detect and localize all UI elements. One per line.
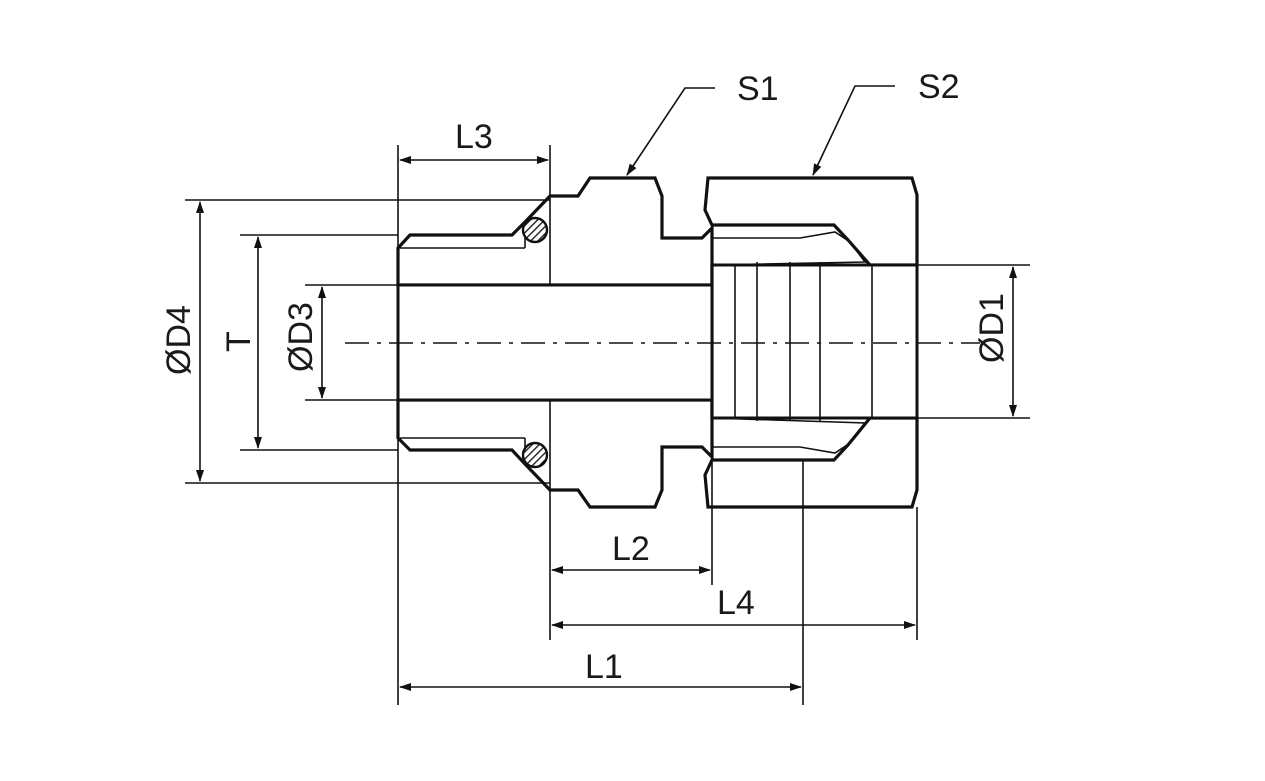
label-d1: ØD1 [973, 293, 1011, 363]
leader-s2 [812, 85, 895, 176]
o-ring-upper [521, 216, 549, 244]
nut-upper-half [703, 176, 919, 267]
body-lower-half [396, 398, 714, 509]
nut-lower-half [703, 416, 919, 509]
dimension-lines [196, 156, 1017, 691]
label-l3: L3 [455, 118, 493, 156]
label-s2: S2 [918, 68, 960, 106]
label-t: T [220, 331, 258, 352]
o-ring-lower [521, 441, 549, 469]
tube-bore [710, 263, 919, 420]
label-l2: L2 [612, 530, 650, 568]
body-upper-half [396, 176, 714, 287]
label-s1: S1 [737, 70, 779, 108]
ring-lower [711, 417, 867, 454]
leader-s1 [626, 87, 715, 176]
ring-upper [711, 231, 867, 266]
label-l4: L4 [717, 584, 755, 622]
extension-lines [185, 145, 1030, 705]
leader-lines [626, 85, 895, 176]
label-l1: L1 [585, 648, 623, 686]
label-d4: ØD4 [160, 305, 198, 375]
label-d3: ØD3 [282, 302, 320, 372]
o-ring-seals [521, 216, 549, 469]
